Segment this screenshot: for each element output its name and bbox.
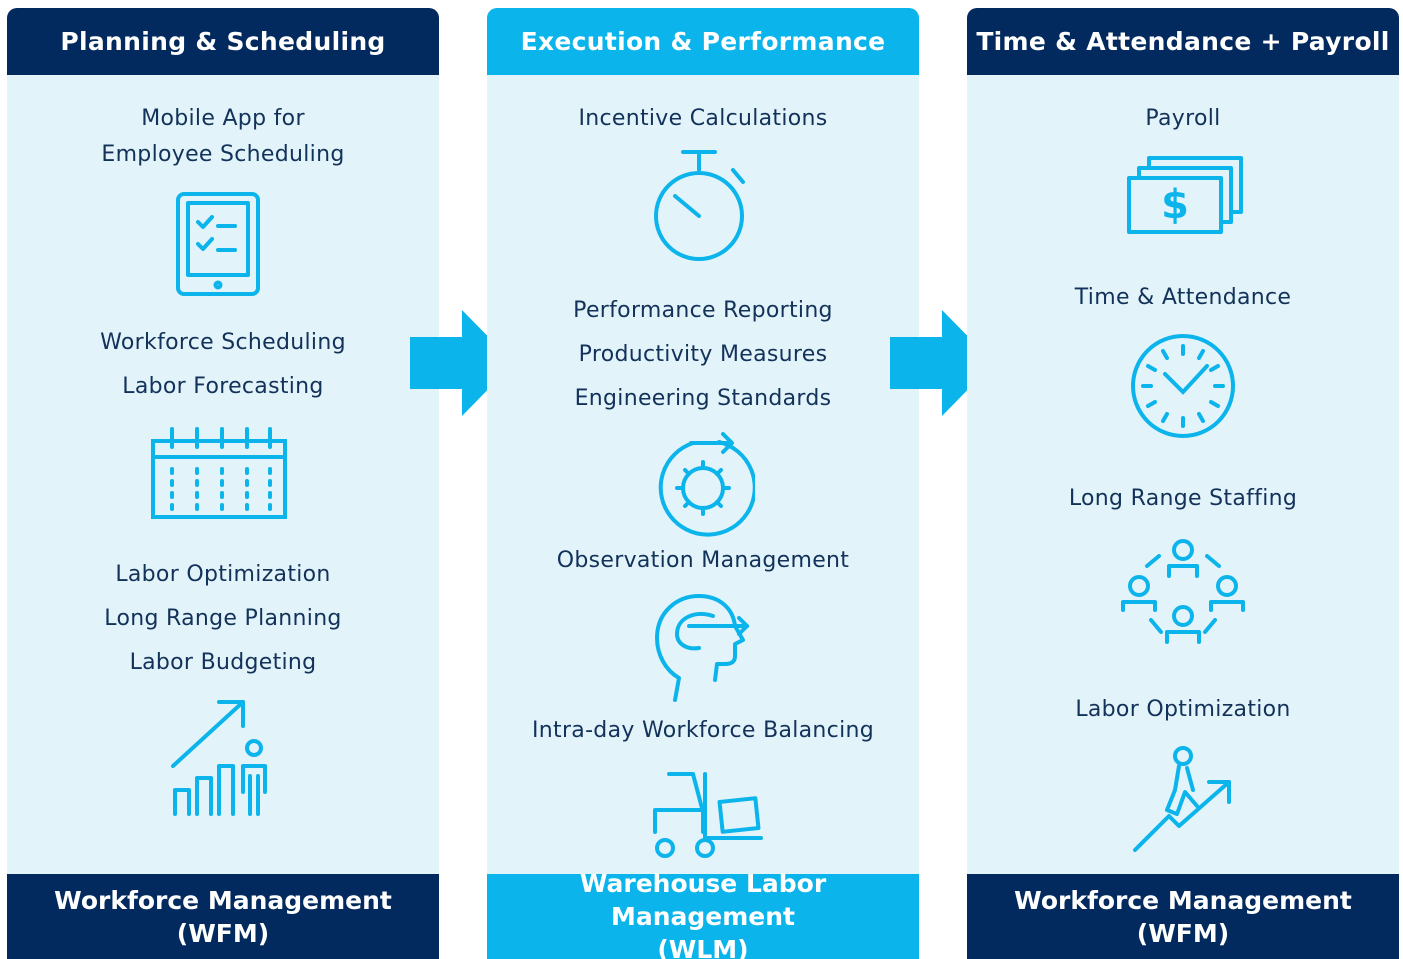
item-label: Mobile App for Employee Scheduling: [101, 106, 345, 167]
person-climbing-icon: [1131, 744, 1235, 856]
growth-chart-person-icon: [167, 694, 277, 818]
money-stack-icon: $: [1125, 154, 1245, 238]
column-planning: Planning & Scheduling Mobile App for Emp…: [7, 8, 439, 959]
gear-cycle-icon: [651, 426, 755, 538]
head-eye-icon: [653, 590, 757, 702]
stopwatch-icon: [651, 148, 751, 266]
column-footer: Workforce Management (WFM): [967, 874, 1399, 959]
forklift-icon: [649, 768, 777, 860]
clock-icon: [1129, 332, 1237, 440]
item-label: Long Range Staffing: [1068, 486, 1298, 511]
item-label: Incentive Calculations: [578, 106, 828, 131]
column-header: Execution & Performance: [487, 8, 919, 75]
item-label: Workforce Scheduling Labor Forecasting: [100, 330, 346, 399]
column-footer: Warehouse Labor Management (WLM): [487, 869, 919, 959]
item-label: Labor Optimization: [1075, 697, 1291, 722]
item-label: Time & Attendance: [1074, 285, 1292, 310]
column-footer: Workforce Management (WFM): [7, 874, 439, 959]
item-label: Observation Management: [556, 548, 850, 573]
column-execution: Execution & Performance Incentive Calcul…: [487, 8, 919, 959]
svg-text:$: $: [1161, 182, 1189, 228]
team-circle-icon: [1117, 536, 1249, 652]
column-time-attendance: Time & Attendance + Payroll Payroll $ Ti…: [967, 8, 1399, 959]
item-label: Payroll: [1145, 106, 1221, 131]
column-header: Time & Attendance + Payroll: [967, 8, 1399, 75]
item-label: Intra-day Workforce Balancing: [531, 718, 874, 743]
column-header: Planning & Scheduling: [7, 8, 439, 75]
calendar-icon: [150, 425, 290, 521]
item-label: Performance Reporting Productivity Measu…: [573, 298, 833, 411]
item-label: Labor Optimization Long Range Planning L…: [104, 562, 342, 675]
tablet-checklist-icon: [173, 190, 263, 298]
